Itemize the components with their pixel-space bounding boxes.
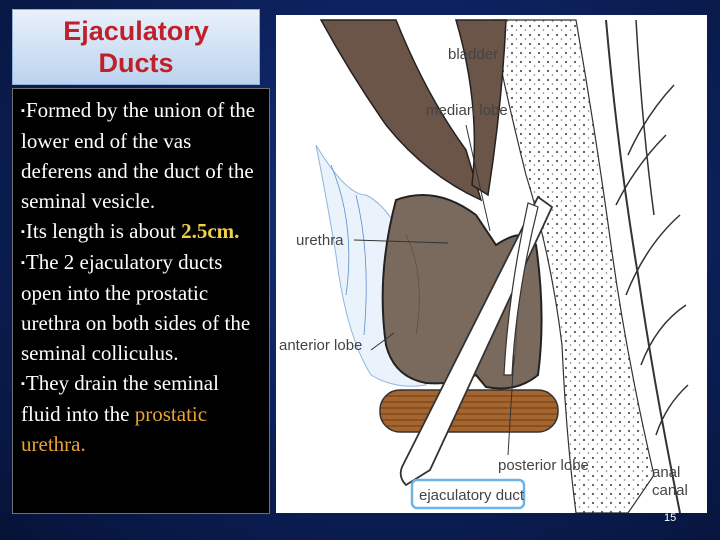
rectal-fold	[627, 84, 675, 156]
label-ejaculatory-duct: ejaculatory duct	[419, 487, 525, 504]
bullet-text-panel: ▪Formed by the union of the lower end of…	[12, 88, 270, 514]
bullet-point-2: ▪Its length is about 2.5cm.	[21, 216, 263, 247]
vein-line	[355, 194, 367, 336]
rectal-fold	[615, 134, 667, 206]
label-bladder: bladder	[448, 46, 498, 63]
prostatic-urethra-highlight: prostatic urethra.	[21, 402, 208, 456]
anatomy-diagram: bladder median lobe urethra anterior lob…	[276, 15, 707, 513]
label-canal: canal	[652, 482, 688, 499]
leader-posterior-lobe	[507, 354, 515, 456]
leader-anterior-lobe	[370, 332, 395, 351]
rectal-fold	[640, 304, 687, 366]
bullet-square-icon: ▪	[21, 105, 25, 117]
leader-urethra	[353, 239, 449, 244]
label-anal: anal	[652, 464, 680, 481]
length-value: 2.5cm.	[181, 219, 240, 243]
title-line-1: Ejaculatory	[63, 16, 209, 46]
bullet-text: The 2 ejaculatory ducts open into the pr…	[21, 250, 251, 365]
bullet-text: Its length is about	[25, 219, 182, 243]
bullet-text: They drain the seminal fluid into the	[21, 371, 219, 426]
rectal-wall-line	[605, 19, 681, 513]
ejaculatory-duct-label-box	[410, 478, 526, 510]
prostate-gland	[381, 194, 543, 390]
ejaculatory-duct	[503, 202, 539, 376]
vein-line	[330, 164, 350, 296]
bullet-point-3: ▪The 2 ejaculatory ducts open into the p…	[21, 247, 263, 368]
anatomy-diagram-svg: bladder median lobe urethra anterior lob…	[279, 19, 689, 513]
bladder-wall-right	[454, 19, 507, 197]
label-urethra: urethra	[296, 232, 344, 249]
bladder-wall	[319, 19, 483, 202]
bullet-point-1: ▪Formed by the union of the lower end of…	[21, 95, 263, 216]
dotted-tissue	[490, 19, 655, 513]
urethra-tube	[399, 195, 554, 487]
slide-title: Ejaculatory Ducts	[12, 9, 260, 85]
bullet-text: Formed by the union of the lower end of …	[21, 98, 256, 213]
bullet-square-icon: ▪	[21, 378, 25, 390]
bullet-square-icon: ▪	[21, 226, 25, 238]
title-line-2: Ducts	[98, 48, 174, 78]
page-number: 15	[664, 512, 677, 524]
rectal-wall-line	[635, 19, 655, 216]
bullet-square-icon: ▪	[21, 257, 25, 269]
bullet-point-4: ▪They drain the seminal fluid into the p…	[21, 368, 263, 459]
label-median-lobe: median lobe	[426, 102, 508, 119]
rectal-fold	[655, 384, 689, 436]
prostate-texture	[405, 234, 420, 336]
rectal-fold	[625, 214, 681, 296]
label-anterior-lobe: anterior lobe	[279, 337, 362, 354]
sphincter-muscle	[379, 389, 559, 433]
label-posterior-lobe: posterior lobe	[498, 457, 589, 474]
leader-median-lobe	[465, 124, 491, 232]
